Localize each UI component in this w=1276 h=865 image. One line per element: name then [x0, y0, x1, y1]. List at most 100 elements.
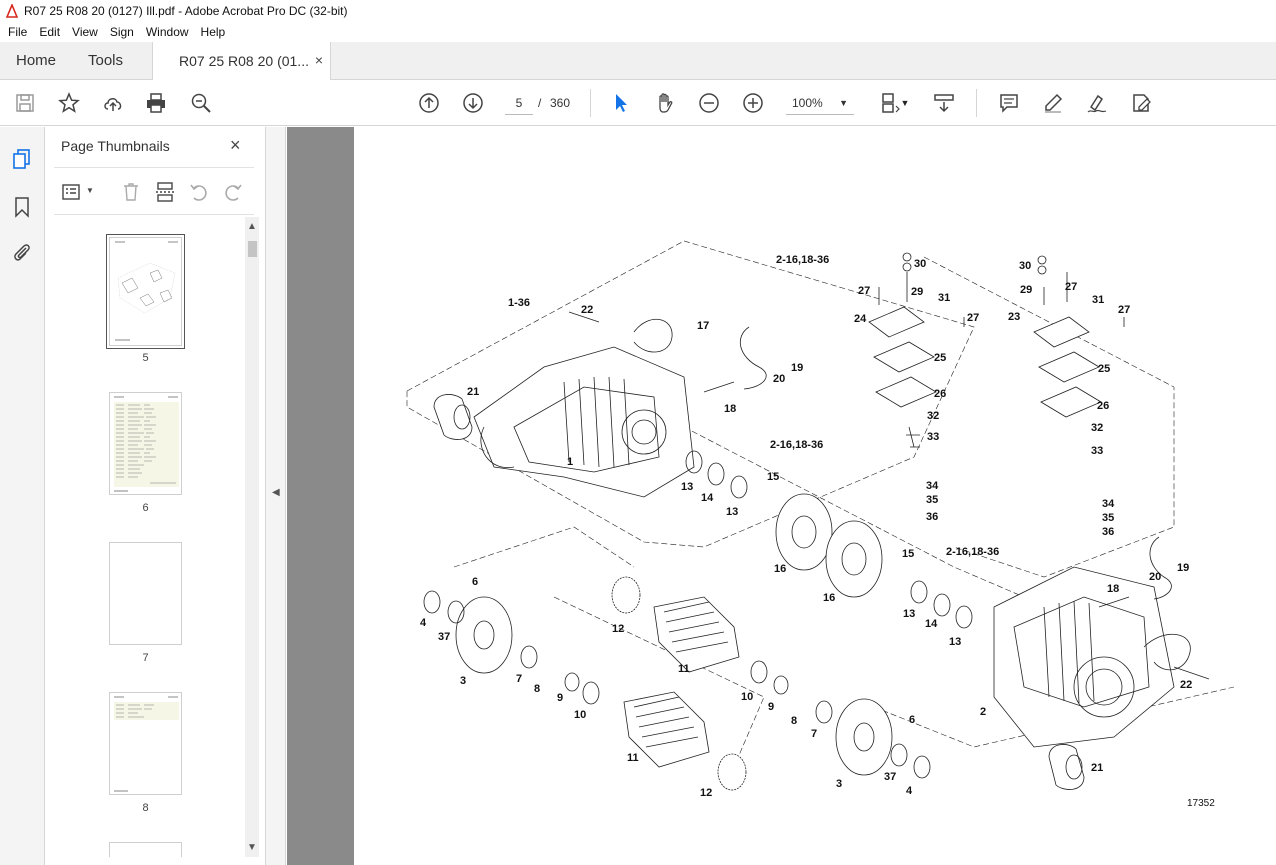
- page-thumbnails-button[interactable]: [10, 147, 34, 171]
- callout-label: 2-16,18-36: [770, 439, 823, 451]
- callout-label: 14: [701, 492, 714, 504]
- panel-collapse-handle[interactable]: ◀: [266, 127, 286, 865]
- thumbnail-page[interactable]: [106, 234, 185, 349]
- window-title: R07 25 R08 20 (0127) Ill.pdf - Adobe Acr…: [24, 4, 348, 18]
- thumbnail-table-preview: [114, 696, 179, 792]
- paperclip-icon: [14, 244, 30, 261]
- hand-tool-button[interactable]: [653, 91, 677, 115]
- menu-view[interactable]: View: [72, 25, 98, 39]
- page-fit-icon: [882, 93, 900, 113]
- callout-label: 9: [557, 692, 563, 704]
- callout-label: 3: [836, 778, 842, 790]
- callout-label: 34: [1102, 498, 1115, 510]
- callout-label: 30: [1019, 260, 1031, 272]
- close-panel-icon[interactable]: ×: [230, 135, 241, 155]
- scroll-mode-button[interactable]: [932, 91, 956, 115]
- page-number-input[interactable]: [505, 91, 533, 115]
- callout-label: 1: [567, 456, 573, 468]
- arrow-down-circle-icon: [463, 93, 483, 113]
- callout-label: 2: [980, 706, 986, 718]
- callout-label: 19: [791, 362, 803, 374]
- page-thumbnails-panel: Page Thumbnails × ▼: [46, 127, 266, 865]
- menu-window[interactable]: Window: [145, 25, 189, 39]
- thumbnail-page-number: 8: [142, 802, 149, 814]
- page-fit-dropdown[interactable]: ▼: [899, 91, 911, 115]
- callout-label: 37: [884, 771, 896, 783]
- previous-page-button[interactable]: [417, 91, 441, 115]
- tab-tools[interactable]: Tools: [88, 52, 124, 69]
- scrollbar-thumb[interactable]: [248, 241, 257, 257]
- menu-edit[interactable]: Edit: [39, 25, 61, 39]
- document-viewport[interactable]: 1-36 22 17 2-16,18-36 30 29 27 31 27 24 …: [287, 127, 1276, 865]
- zoom-out-button[interactable]: [697, 91, 721, 115]
- callout-label: 33: [1091, 445, 1103, 457]
- rotate-left-button[interactable]: [187, 180, 211, 204]
- scroll-up-icon[interactable]: ▲: [247, 221, 257, 232]
- fill-sign-button[interactable]: [1085, 91, 1109, 115]
- next-page-button[interactable]: [461, 91, 485, 115]
- star-icon: [58, 92, 80, 113]
- chevron-down-icon: ▼: [900, 98, 910, 108]
- callout-label: 33: [927, 431, 939, 443]
- callout-label: 32: [927, 410, 939, 422]
- tab-document[interactable]: R07 25 R08 20 (01... ×: [152, 42, 331, 80]
- options-menu-button[interactable]: [60, 180, 84, 204]
- callout-label: 13: [903, 608, 915, 620]
- thumbnail-page[interactable]: [109, 392, 182, 495]
- search-zoom-icon: [191, 93, 211, 113]
- bookmark-star-button[interactable]: [57, 91, 81, 115]
- arrow-up-circle-icon: [419, 93, 439, 113]
- zoom-in-button[interactable]: [741, 91, 765, 115]
- print-button[interactable]: [144, 91, 168, 115]
- find-button[interactable]: [189, 91, 213, 115]
- callout-label: 30: [914, 258, 926, 270]
- thumbnail-scrollbar[interactable]: ▲ ▼: [245, 217, 259, 857]
- callout-label: 26: [934, 388, 946, 400]
- callout-label: 13: [726, 506, 738, 518]
- plus-circle-icon: [743, 93, 763, 113]
- bookmarks-button[interactable]: [10, 195, 34, 219]
- callout-label: 7: [516, 673, 522, 685]
- attachments-button[interactable]: [10, 240, 34, 264]
- rotate-right-icon: [225, 184, 242, 201]
- extract-pages-button[interactable]: [153, 180, 177, 204]
- thumbnail-page[interactable]: [109, 842, 182, 857]
- callout-label: 16: [823, 592, 835, 604]
- comment-button[interactable]: [997, 91, 1021, 115]
- callout-label: 8: [791, 715, 797, 727]
- chevron-down-icon[interactable]: ▼: [86, 186, 94, 195]
- tab-home[interactable]: Home: [16, 52, 57, 69]
- page-thumbnails-icon: [13, 149, 30, 169]
- callout-label: 21: [467, 386, 479, 398]
- callout-label: 21: [1091, 762, 1103, 774]
- upload-button[interactable]: [101, 91, 125, 115]
- menu-help[interactable]: Help: [200, 25, 226, 39]
- save-button[interactable]: [13, 91, 37, 115]
- thumbnail-page[interactable]: [109, 692, 182, 795]
- select-tool-button[interactable]: [609, 91, 633, 115]
- callout-label: 25: [1098, 363, 1110, 375]
- callout-label: 4: [420, 617, 427, 629]
- rotate-right-button[interactable]: [221, 180, 245, 204]
- tab-close-icon[interactable]: ×: [314, 52, 323, 68]
- delete-pages-button[interactable]: [119, 180, 143, 204]
- page-fit-button[interactable]: [877, 91, 901, 115]
- scroll-down-icon[interactable]: ▼: [247, 842, 257, 853]
- trash-icon: [124, 183, 138, 201]
- callout-label: 23: [1008, 311, 1020, 323]
- edit-pdf-button[interactable]: [1129, 91, 1153, 115]
- menu-file[interactable]: File: [8, 25, 28, 39]
- callout-label: 2-16,18-36: [776, 254, 829, 266]
- callout-label: 9: [768, 701, 774, 713]
- callout-label: 19: [1177, 562, 1189, 574]
- chevron-down-icon: ▼: [839, 97, 848, 108]
- menu-sign[interactable]: Sign: [109, 25, 134, 39]
- zoom-level-dropdown[interactable]: 100% ▼: [786, 91, 854, 115]
- highlight-button[interactable]: [1041, 91, 1065, 115]
- callout-label: 6: [909, 714, 915, 726]
- callout-label: 29: [1020, 284, 1032, 296]
- thumbnail-page[interactable]: [109, 542, 182, 645]
- callout-label: 13: [949, 636, 961, 648]
- cursor-arrow-icon: [616, 94, 627, 112]
